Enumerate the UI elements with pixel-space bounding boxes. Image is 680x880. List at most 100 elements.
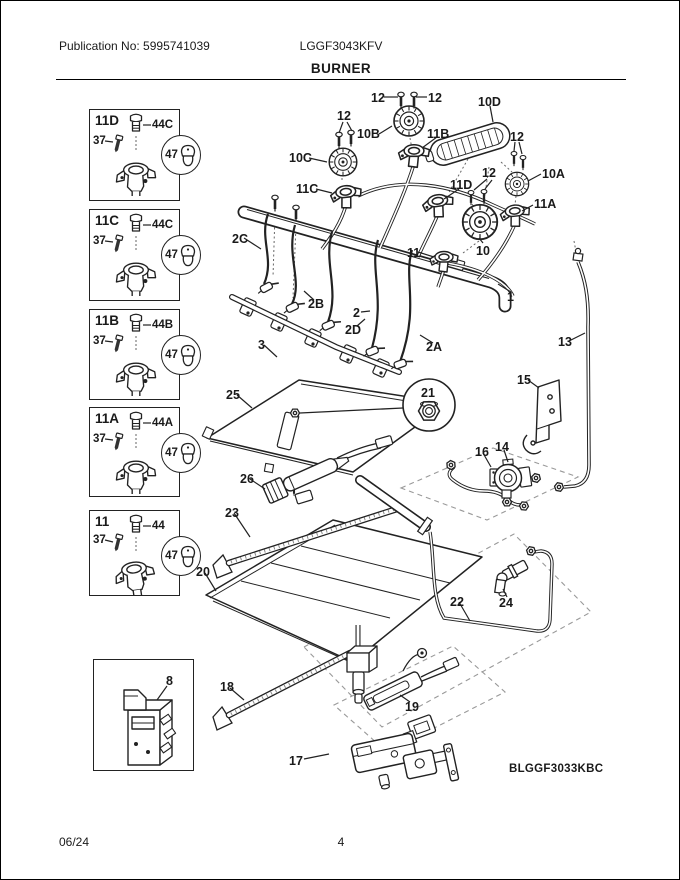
detail-box-11: 11 44 37 47 [89,510,201,596]
callout-leader-lines [204,96,586,760]
bolt-callout: 37 [93,534,106,546]
callout-wire-2b: 2B [308,297,324,311]
seal-cap-drawing [180,244,196,267]
seal-cap-drawing [180,545,196,568]
callout-elbow-24: 24 [499,596,513,610]
detail-box-11a: 11A 44A 37 47 [89,407,201,497]
detail-box-11b: 11B 44B 37 47 [89,309,201,400]
seal-callout: 47 [165,550,178,562]
callout-shield-25: 25 [226,388,240,402]
bolt-callout: 37 [93,335,106,347]
seal-detail-circle: 47 [161,335,201,375]
mounting-bracket-drawing [522,379,562,455]
electrode-bracket-rail-drawing [229,294,402,378]
callout-burner-10a: 10A [542,167,565,181]
spark-electrode-wires-drawing [262,213,414,363]
valve-assembly-drawing [104,313,157,396]
valve-assembly-drawing [104,213,157,296]
spark-module-callout: 8 [166,674,173,688]
gas-tube-right-drawing [553,247,591,493]
callout-wire-2: 2 [353,306,360,320]
elbow-fitting-drawing [494,559,529,597]
heat-shield-lower-drawing [205,519,483,665]
regulator-tube-drawing [444,458,530,511]
publication-number: Publication No: 5995741039 [59,39,210,53]
manifold-drawing [237,193,512,313]
bolt-callout: 37 [93,235,106,247]
screw-callout: 44 [152,520,165,532]
callout-harness-26: 26 [240,472,254,486]
header-rule [56,79,626,80]
callout-tube-13: 13 [558,335,572,349]
callout-rail-23: 23 [225,506,239,520]
callout-orifice-11d: 11D [450,178,473,192]
screw-callout: 44C [152,219,174,231]
callout-orifice-11a: 11A [534,197,557,211]
assembly-callout: 11 [95,514,110,529]
callout-burner-10c: 10C [289,151,312,165]
burner-tubes-drawing [320,163,536,297]
gas-valve-drawing [350,714,460,790]
callout-rail-18: 18 [220,680,234,694]
valve-assembly-drawing [104,411,157,494]
callout-tube-16: 16 [475,445,489,459]
callout-manifold-1: 1 [507,290,514,304]
callout-screw-12: 12 [428,91,442,105]
seal-cap-drawing [180,344,196,367]
bolt-callout: 37 [93,135,106,147]
callout-griddle-burner: 10D [478,95,501,109]
callout-bracket-15: 15 [517,373,531,387]
callout-wire-2c: 2C [232,232,248,246]
oven-igniter-drawing [363,647,460,711]
seal-detail-circle: 47 [161,235,201,275]
model-number: LGGF3043KFV [299,39,383,53]
callout-valve-17: 17 [289,754,303,768]
seal-detail-circle: 47 [161,433,201,473]
seal-cap-drawing [180,442,196,465]
bolt-callout: 37 [93,433,106,445]
footer-page-number: 4 [337,835,345,849]
seal-callout: 47 [165,447,178,459]
screw-callout: 44A [152,417,174,429]
spark-module-drawing [123,685,177,766]
callout-igniter-19: 19 [405,700,419,714]
seal-callout: 47 [165,149,178,161]
callout-screw-12: 12 [510,130,524,144]
callout-tube-22: 22 [450,595,464,609]
assembly-callout: 11D [95,113,120,128]
section-title: BURNER [310,61,372,76]
assembly-callout: 11C [95,213,120,228]
pressure-regulator-drawing [489,458,543,507]
valve-assembly-drawing [104,113,157,196]
callout-shield-20: 20 [196,565,210,579]
callout-wire-2a: 2A [426,340,442,354]
callout-screw-12: 12 [371,91,385,105]
spark-module-box: 8 [93,659,194,771]
footer-date: 06/24 [59,835,90,849]
screw-callout: 44B [152,319,174,331]
callout-regulator-14: 14 [495,440,509,454]
assembly-guide-lines [272,137,578,299]
igniter-harness-drawing [262,435,394,504]
callout-rail-3: 3 [258,338,265,352]
callout-nut-21: 21 [421,386,435,400]
seal-cap-drawing [180,144,196,167]
callout-burner-10: 10 [476,244,490,258]
support-rail-lower-drawing [212,625,378,731]
callout-screw-12: 12 [482,166,496,180]
diagram-code: BLGGF3033KBC [509,763,604,775]
detail-box-11d: 11D 44C 37 47 [89,109,201,201]
assembly-callout: 11B [95,313,120,328]
callout-orifice-11c: 11C [296,182,319,196]
nut-detail-drawing [289,378,456,432]
seal-detail-circle: 47 [161,135,201,175]
seal-callout: 47 [165,349,178,361]
callout-burner-10b: 10B [357,127,380,141]
detail-box-11c: 11C 44C 37 47 [89,209,201,301]
callout-wire-2d: 2D [345,323,361,337]
valve-assembly-drawing [104,514,160,595]
callout-orifice-11: 11 [407,246,421,260]
screw-callout: 44C [152,119,174,131]
